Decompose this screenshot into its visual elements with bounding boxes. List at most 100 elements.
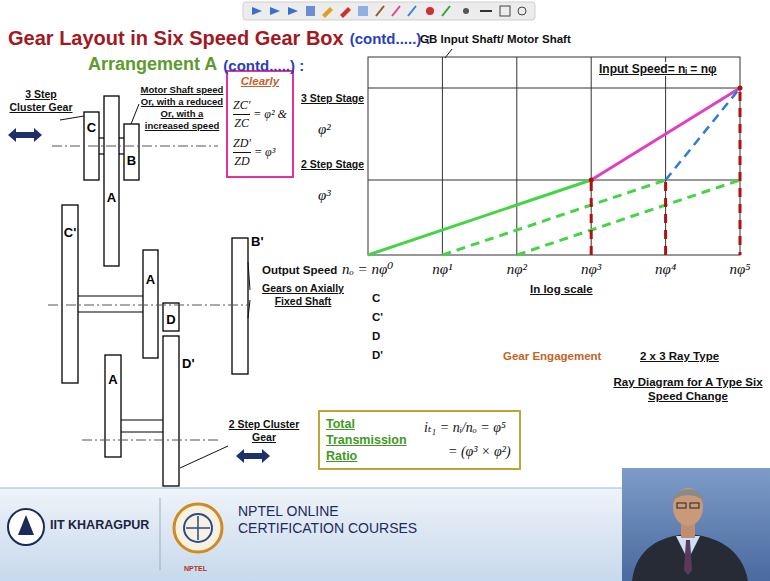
svg-rect	[163, 303, 179, 331]
speed-tick: nφ¹	[432, 260, 452, 278]
svg-rect	[677, 503, 686, 508]
svg-path	[376, 6, 384, 16]
gear-letter: D'	[182, 356, 194, 371]
svg-line	[665, 57, 666, 255]
svg-rect	[358, 6, 368, 16]
svg-path	[236, 449, 270, 463]
svg-rect	[500, 6, 510, 16]
svg-line	[99, 137, 104, 138]
fraction-denominator: ZD	[234, 154, 249, 168]
speed-tick: nₒ = nφ⁰	[342, 260, 393, 278]
step-ratio: φ²	[318, 120, 331, 138]
svg-line	[591, 57, 592, 255]
callout-note: Gears on Axially Fixed Shaft	[252, 282, 354, 308]
svg-rect	[105, 355, 121, 457]
speed-tick: nφ³	[581, 260, 601, 278]
axis-note: In log scale	[530, 283, 593, 297]
speed-rays	[368, 86, 743, 256]
svg-line	[52, 146, 218, 147]
fraction-numerator: ZC'	[233, 98, 250, 112]
svg-line	[516, 57, 517, 255]
svg-path	[480, 10, 492, 12]
diagram-caption: Ray Diagram for A Type Six Speed Change	[608, 376, 768, 404]
gear-outlines	[62, 96, 248, 486]
svg-rect	[622, 468, 770, 581]
svg-path	[408, 6, 416, 16]
svg-line	[48, 305, 250, 306]
stage-label: 3 Step Stage	[301, 92, 364, 105]
ray-grid	[368, 57, 740, 255]
svg-line	[517, 180, 740, 255]
svg-rect	[124, 124, 139, 180]
fraction-result: = φ³	[254, 145, 275, 159]
svg-rect	[368, 57, 740, 255]
svg-path	[288, 7, 298, 15]
svg-circle	[518, 7, 526, 15]
gear-letter: D	[166, 312, 175, 327]
svg-line	[78, 295, 143, 296]
engagement-letter: D'	[372, 349, 383, 363]
svg-line	[119, 153, 124, 154]
callout-note: 3 Step Cluster Gear	[8, 88, 74, 114]
svg-path	[8, 128, 42, 142]
gear-letter: A	[108, 372, 117, 387]
gear-letter: A	[146, 272, 155, 287]
fraction-result: = φ² &	[253, 107, 287, 121]
svg-ellipse	[673, 488, 703, 526]
svg-line	[368, 180, 740, 181]
svg-line	[248, 300, 250, 318]
svg-circle	[174, 504, 222, 552]
shaft-centre-lines	[48, 146, 250, 440]
engagement-letter: C'	[372, 311, 383, 325]
svg-path	[340, 7, 351, 18]
axis-title: Output Speed	[262, 264, 337, 278]
svg-rect	[690, 503, 699, 508]
svg-line	[739, 92, 742, 255]
svg-circle	[184, 514, 212, 542]
svg-path	[442, 6, 450, 16]
svg-line	[131, 104, 139, 124]
svg-rect	[232, 238, 248, 374]
speed-tick: nφ⁵	[729, 260, 750, 278]
gear-letter: C'	[64, 225, 76, 240]
svg-line	[99, 153, 104, 154]
svg-line	[590, 182, 593, 255]
speed-tick: nφ²	[507, 260, 527, 278]
ratio-box: Total Transmission Ratioiₜ₁ = nᵢ/nₒ = φ⁵…	[318, 410, 521, 470]
ratio-formula: iₜ₁ = nᵢ/nₒ = φ⁵	[424, 420, 506, 437]
box-heading: Clearly	[241, 75, 279, 89]
fraction-bar	[233, 152, 251, 153]
svg-rect	[243, 2, 535, 20]
svg-circle	[8, 509, 44, 545]
speed-tick: nφ⁴	[655, 260, 676, 278]
callout-note: 2 Step Cluster Gear	[224, 418, 304, 444]
svg-path	[322, 7, 333, 18]
svg-rect	[306, 6, 315, 16]
svg-rect	[104, 96, 119, 266]
shaft-label: GB Input Shaft/ Motor Shaft	[420, 33, 571, 47]
svg-line	[666, 88, 740, 180]
svg-path	[673, 489, 703, 502]
course-name: NPTEL ONLINE CERTIFICATION COURSES	[238, 503, 438, 537]
gear-letter: C	[87, 120, 96, 135]
svg-line	[78, 311, 143, 312]
svg-line	[180, 446, 228, 468]
svg-rect	[163, 336, 179, 486]
fraction-bar	[233, 114, 250, 115]
callout-note: Motor Shaft speed Or, with a reduced Or,…	[140, 84, 224, 132]
toolbar	[243, 2, 535, 20]
svg-line	[60, 116, 84, 120]
ray-type: 2 x 3 Ray Type	[640, 350, 719, 364]
logo-text: NPTEL	[184, 565, 207, 573]
slide-title: Gear Layout in Six Speed Gear Box	[8, 26, 344, 50]
svg-circle	[738, 86, 743, 91]
section-heading: Arrangement A	[88, 54, 217, 76]
fraction-numerator: ZD'	[233, 136, 251, 150]
relation-box: ClearlyZC'ZC= φ² &ZD'ZD= φ³	[226, 70, 294, 178]
engagement-letter: D	[372, 330, 380, 344]
svg-circle	[426, 7, 434, 15]
gear-letter: B'	[251, 234, 263, 249]
svg-line	[121, 419, 163, 420]
stage-label: 2 Step Stage	[301, 158, 364, 171]
